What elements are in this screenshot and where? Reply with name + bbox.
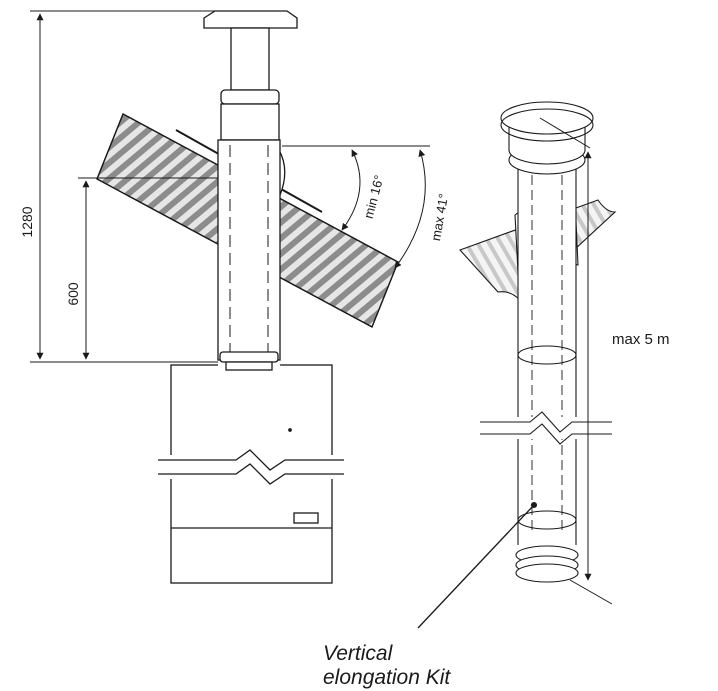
bottom-connector-iso <box>515 545 579 583</box>
label-total-height: 1280 <box>19 206 35 237</box>
dimension-roof-height <box>78 177 218 360</box>
angle-arcs <box>282 145 430 269</box>
label-max-length: max 5 m <box>612 331 670 348</box>
callout-dot <box>530 501 538 509</box>
label-max-angle: max 41° <box>428 192 451 242</box>
tube-break-symbol <box>480 411 612 445</box>
label-min-angle: min 16° <box>361 174 387 221</box>
callout-line-2: elongation Kit <box>323 666 451 689</box>
elongation-tube <box>517 150 577 545</box>
label-roof-height: 600 <box>65 282 81 306</box>
dimension-max-length <box>539 117 613 605</box>
left-section-view <box>30 10 430 584</box>
callout-leader <box>417 504 535 629</box>
flue-pipe <box>203 10 298 371</box>
callout-line-1: Vertical <box>323 642 394 665</box>
right-isometric-view <box>417 101 617 629</box>
dimension-total-height <box>30 10 230 363</box>
boiler-break-symbol <box>158 449 344 485</box>
terminal-cap-iso <box>500 101 594 175</box>
